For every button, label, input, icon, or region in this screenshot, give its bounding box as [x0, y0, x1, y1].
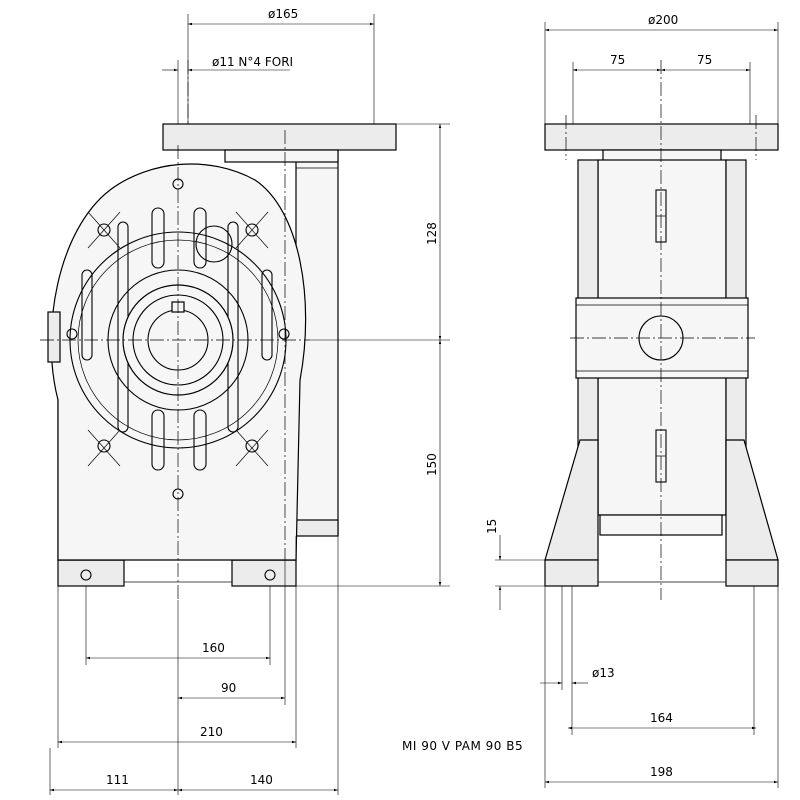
dim-height-upper: 128 — [425, 222, 439, 245]
side-top-flange — [544, 123, 779, 151]
front-dimensions: ø165 ø11 N°4 FORI 128 150 160 90 210 — [49, 7, 450, 795]
dim-foot-span-side: 164 — [650, 711, 673, 725]
dim-foot-thickness: 15 — [485, 519, 499, 534]
side-left-foot — [544, 559, 599, 587]
dim-foot-hole: ø13 — [592, 666, 615, 680]
oil-plug — [195, 225, 233, 263]
dim-shaft-offset: 90 — [221, 681, 236, 695]
dim-left-from-axis: 111 — [106, 773, 129, 787]
side-right-leg — [725, 439, 779, 561]
dim-right-from-axis: 140 — [250, 773, 273, 787]
side-right-foot — [725, 559, 779, 587]
side-left-leg — [544, 439, 599, 561]
side-view — [544, 60, 779, 600]
dim-flange-front: ø165 — [268, 7, 298, 21]
dim-half-left: 75 — [610, 53, 625, 67]
dim-overall-side: 198 — [650, 765, 673, 779]
dim-height-lower: 150 — [425, 453, 439, 476]
dim-holes-note: ø11 N°4 FORI — [212, 55, 293, 69]
model-label: MI 90 V PAM 90 B5 — [402, 739, 523, 753]
front-right-foot — [231, 559, 297, 587]
dim-half-right: 75 — [697, 53, 712, 67]
front-top-flange — [162, 123, 397, 151]
dim-flange-side: ø200 — [648, 13, 678, 27]
side-dimensions: ø200 75 75 15 ø13 164 198 — [485, 13, 779, 788]
front-view — [40, 60, 397, 600]
dim-foot-span-front: 160 — [202, 641, 225, 655]
dim-overall-front: 210 — [200, 725, 223, 739]
